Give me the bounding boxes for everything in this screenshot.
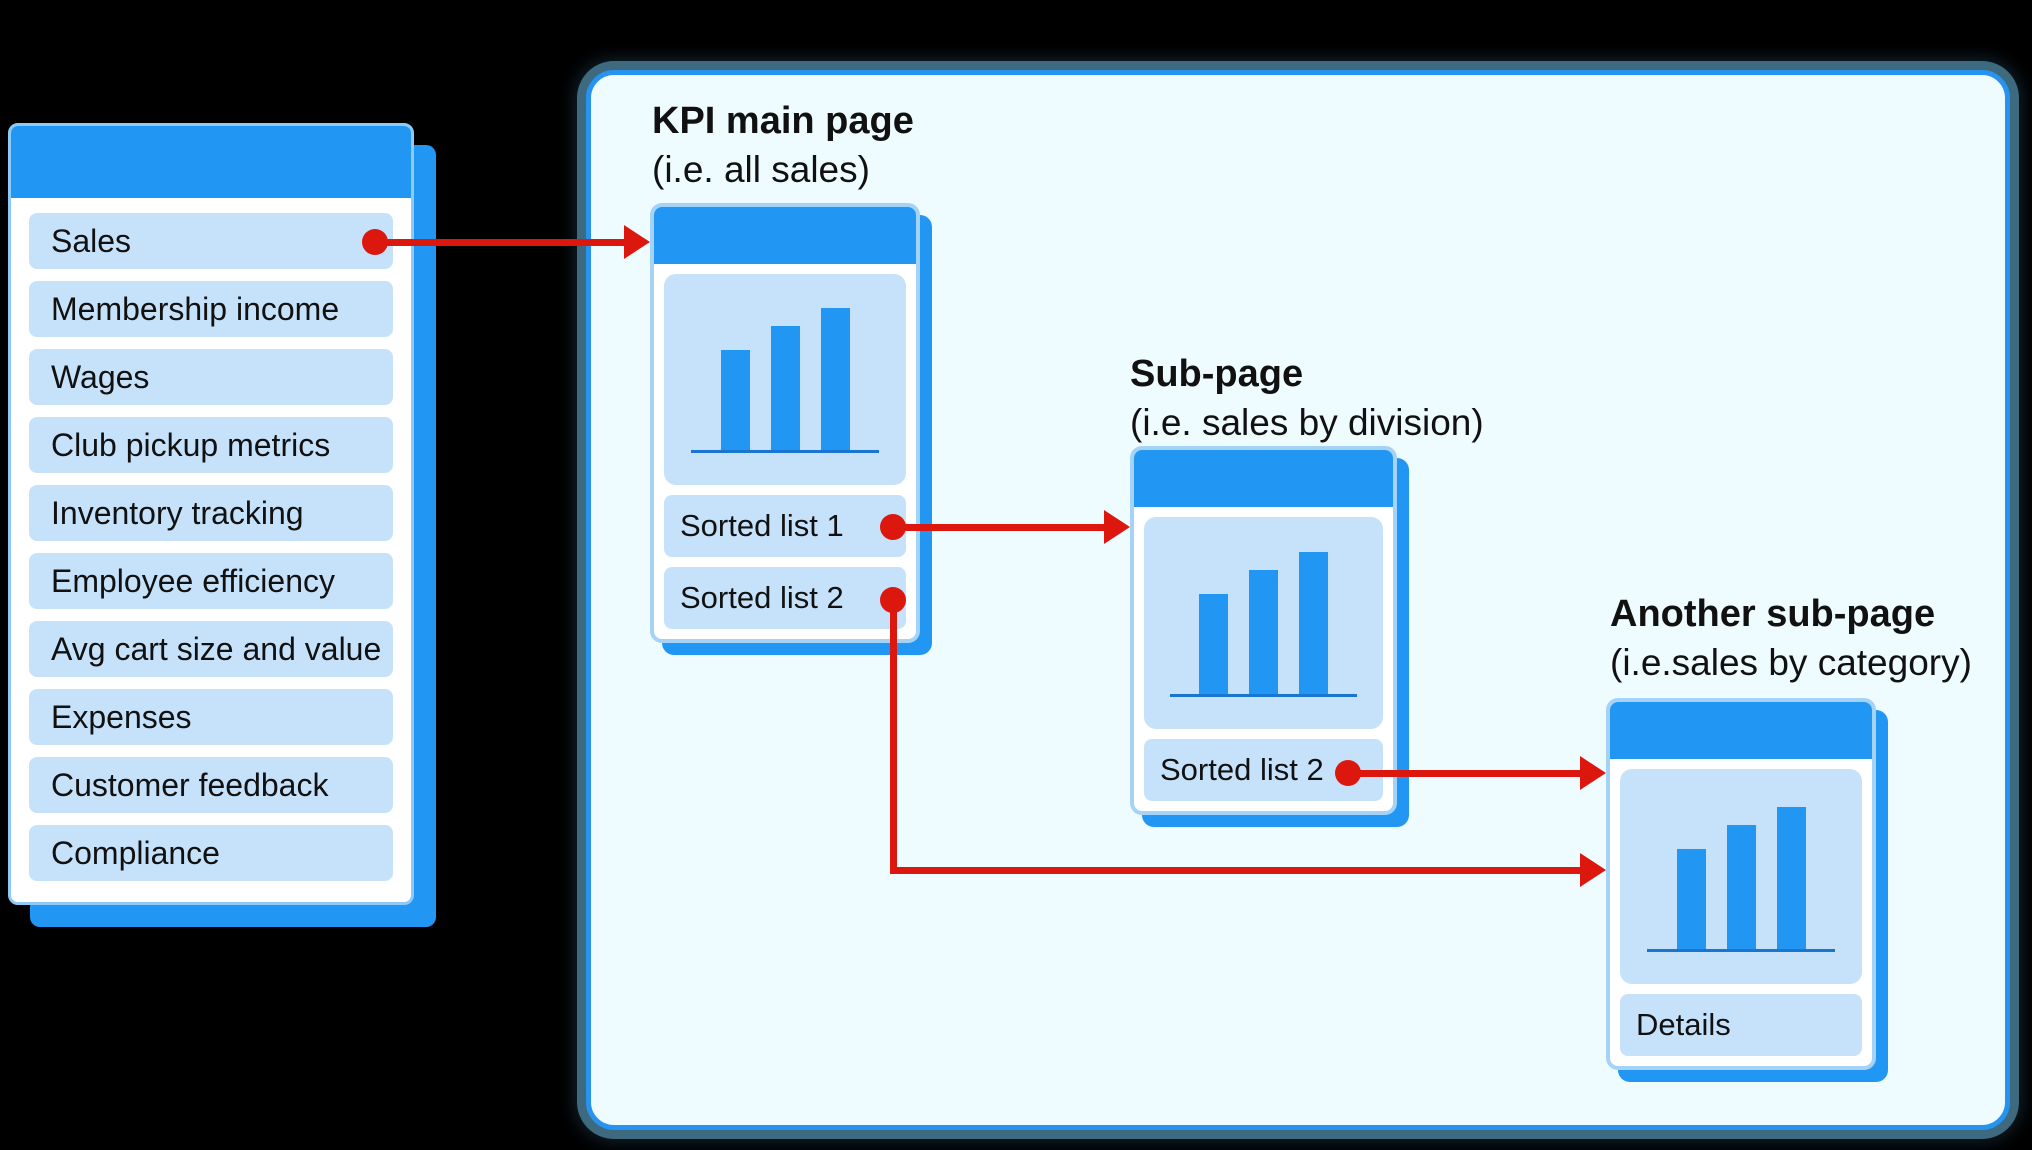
card-face: Sorted list 2	[1130, 446, 1397, 815]
bar-chart-thumbnail	[664, 274, 906, 485]
sidebar-item-wages[interactable]: Wages	[29, 349, 393, 405]
chart-bar	[1726, 825, 1756, 949]
chart-baseline	[690, 450, 880, 453]
card-title: KPI main page	[652, 100, 914, 142]
arrow-head-icon	[624, 225, 650, 259]
row-sorted-list-2[interactable]: Sorted list 2	[664, 567, 906, 629]
card-subtitle: (i.e.sales by category)	[1610, 641, 1972, 683]
sidebar-item-club-pickup-metrics[interactable]: Club pickup metrics	[29, 417, 393, 473]
connector-line	[893, 524, 1104, 531]
connector-dot	[362, 229, 388, 255]
card-content: Sorted list 1 Sorted list 2	[654, 264, 916, 639]
another-sub-page-card: Details	[1606, 698, 1888, 1082]
sidebar-item-sales[interactable]: Sales	[29, 213, 393, 269]
arrow-head-icon	[1104, 510, 1130, 544]
card-title-bar	[654, 207, 916, 264]
card-title-bar	[1610, 702, 1872, 759]
connector-line	[890, 600, 897, 874]
sidebar-item-inventory-tracking[interactable]: Inventory tracking	[29, 485, 393, 541]
chart-baseline	[1170, 694, 1357, 697]
card-face: Sorted list 1 Sorted list 2	[650, 203, 920, 643]
chart-bars	[1144, 552, 1383, 694]
kpi-menu-panel: Sales Membership income Wages Club picku…	[8, 123, 414, 905]
row-sorted-list-1[interactable]: Sorted list 1	[664, 495, 906, 557]
chart-bar	[1249, 570, 1278, 694]
connector-dot	[1335, 760, 1361, 786]
bar-chart-thumbnail	[1620, 769, 1862, 984]
row-sorted-list-2[interactable]: Sorted list 2	[1144, 739, 1383, 801]
card-title-bar	[1134, 450, 1393, 507]
sidebar-item-compliance[interactable]: Compliance	[29, 825, 393, 881]
sidebar-title-bar	[11, 126, 411, 198]
sidebar-item-avg-cart-size[interactable]: Avg cart size and value	[29, 621, 393, 677]
sidebar-item-employee-efficiency[interactable]: Employee efficiency	[29, 553, 393, 609]
chart-baseline	[1646, 949, 1836, 952]
arrow-head-icon	[1580, 756, 1606, 790]
chart-bar	[720, 350, 750, 450]
card-subtitle: (i.e. sales by division)	[1130, 401, 1484, 443]
kpi-main-page-label: KPI main page (i.e. all sales)	[652, 97, 914, 193]
card-face: Details	[1606, 698, 1876, 1070]
connector-line	[375, 239, 624, 246]
chart-bar	[1299, 552, 1328, 694]
card-content: Sorted list 2	[1134, 507, 1393, 811]
sidebar-item-customer-feedback[interactable]: Customer feedback	[29, 757, 393, 813]
row-details[interactable]: Details	[1620, 994, 1862, 1056]
sidebar-item-expenses[interactable]: Expenses	[29, 689, 393, 745]
arrow-head-icon	[1580, 853, 1606, 887]
card-title: Another sub-page	[1610, 593, 1936, 635]
connector-line	[890, 867, 1580, 874]
sub-page-label: Sub-page (i.e. sales by division)	[1130, 350, 1484, 446]
chart-bar	[1676, 849, 1706, 949]
connector-line	[1348, 770, 1580, 777]
bar-chart-thumbnail	[1144, 517, 1383, 729]
sidebar-list: Sales Membership income Wages Club picku…	[11, 198, 411, 881]
chart-bar	[820, 308, 850, 450]
chart-bar	[770, 326, 800, 450]
connector-dot	[880, 587, 906, 613]
card-subtitle: (i.e. all sales)	[652, 148, 870, 190]
kpi-main-page-card: Sorted list 1 Sorted list 2	[650, 203, 932, 655]
chart-bar	[1776, 807, 1806, 949]
sidebar-item-membership-income[interactable]: Membership income	[29, 281, 393, 337]
another-sub-page-label: Another sub-page (i.e.sales by category)	[1610, 590, 1972, 686]
card-title: Sub-page	[1130, 353, 1304, 395]
card-content: Details	[1610, 759, 1872, 1066]
chart-bars	[664, 308, 906, 450]
chart-bars	[1620, 807, 1862, 949]
sub-page-card: Sorted list 2	[1130, 446, 1409, 827]
connector-dot	[880, 514, 906, 540]
chart-bar	[1199, 594, 1228, 694]
